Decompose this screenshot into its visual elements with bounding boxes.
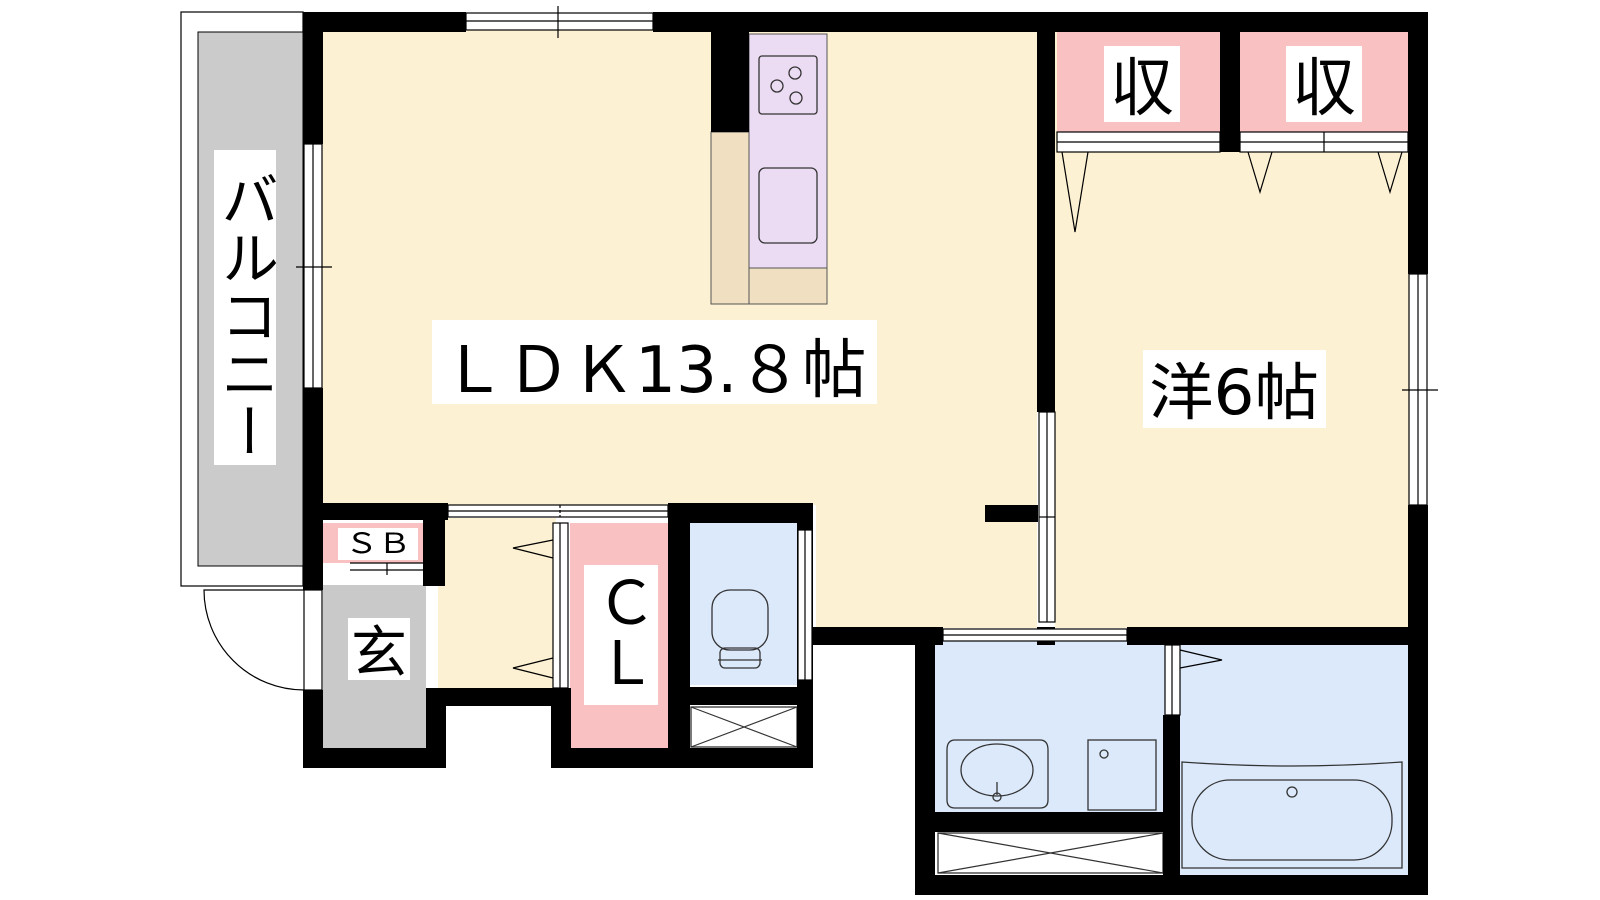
balcony-label: バルコニー xyxy=(211,170,279,460)
windows xyxy=(296,6,1438,681)
shoe-box-label: ＳＢ xyxy=(345,527,411,560)
wall xyxy=(1220,30,1240,152)
sanitary-fixtures xyxy=(690,589,1403,874)
cross-line xyxy=(937,832,1164,874)
wall xyxy=(1037,30,1055,412)
toilet-seat-icon xyxy=(719,647,761,669)
entrance-label-bg xyxy=(348,618,410,680)
wall xyxy=(933,812,1165,832)
wall xyxy=(668,503,813,523)
burner-icon xyxy=(789,91,803,105)
wall xyxy=(303,388,323,590)
burner-icon xyxy=(788,66,802,80)
closet-label: ＣＬ xyxy=(586,572,656,692)
kitchen-counter-bottom xyxy=(748,267,828,305)
basin-bowl-icon xyxy=(960,743,1034,797)
balcony-label-bg xyxy=(214,150,276,465)
wash-basin-icon xyxy=(946,739,1049,809)
entrance-label: 玄 xyxy=(351,621,407,686)
toilet-fill xyxy=(690,523,800,685)
closet-label-bg xyxy=(584,565,658,705)
storage-label-bg xyxy=(1286,46,1362,122)
wall xyxy=(711,30,749,132)
wall xyxy=(915,627,935,895)
bathtub-drain-icon xyxy=(1286,786,1298,798)
wall xyxy=(303,748,446,768)
ldk-label-bg xyxy=(432,320,877,404)
wall xyxy=(668,503,690,768)
wall xyxy=(423,503,445,586)
cross-line xyxy=(690,706,798,748)
western-label-bg xyxy=(1143,350,1326,428)
toilet-tank-icon xyxy=(711,589,769,651)
doors xyxy=(203,131,1409,716)
washroom-fill xyxy=(935,640,1165,815)
western-room-label: 洋6帖 xyxy=(1149,356,1319,429)
kitchen-counter xyxy=(710,131,750,305)
burner-icon xyxy=(770,79,784,93)
wall xyxy=(653,12,1428,32)
walls xyxy=(303,12,1428,895)
stove-icon xyxy=(758,55,818,115)
wall xyxy=(985,505,1038,522)
wall xyxy=(1408,505,1428,895)
storage-2-label: 収 xyxy=(1292,52,1356,126)
storage-label-bg xyxy=(1104,46,1180,122)
wall xyxy=(426,688,554,706)
bathtub-icon xyxy=(1181,761,1403,869)
washing-machine-icon xyxy=(1087,739,1157,811)
hallway-floor xyxy=(438,518,556,688)
wall xyxy=(1408,12,1428,274)
ldk-floor xyxy=(315,30,1037,505)
wall xyxy=(303,503,448,520)
wall xyxy=(303,12,466,32)
wall xyxy=(551,748,813,768)
wall xyxy=(1163,715,1180,895)
wall xyxy=(690,687,800,705)
labels: ＬＤＫ13.８帖 洋6帖 収 収 バルコニー 玄 ＳＢ ＣＬ xyxy=(211,46,1362,705)
shoe-box-label-bg xyxy=(338,528,418,560)
wall xyxy=(813,627,943,645)
wall xyxy=(303,12,323,144)
faucet-icon xyxy=(992,792,1002,802)
bathroom-fill xyxy=(1180,640,1408,875)
sink-icon xyxy=(758,167,818,244)
drain-icon xyxy=(1099,749,1109,759)
kitchen-unit xyxy=(748,33,828,269)
entrance-door xyxy=(303,589,323,691)
wall xyxy=(426,688,446,768)
ldk-label: ＬＤＫ13.８帖 xyxy=(442,334,867,408)
bathtub-basin-icon xyxy=(1191,779,1393,861)
storage-1-label: 収 xyxy=(1110,52,1174,126)
wall xyxy=(1127,627,1427,645)
kitchen-fixtures xyxy=(758,55,818,244)
